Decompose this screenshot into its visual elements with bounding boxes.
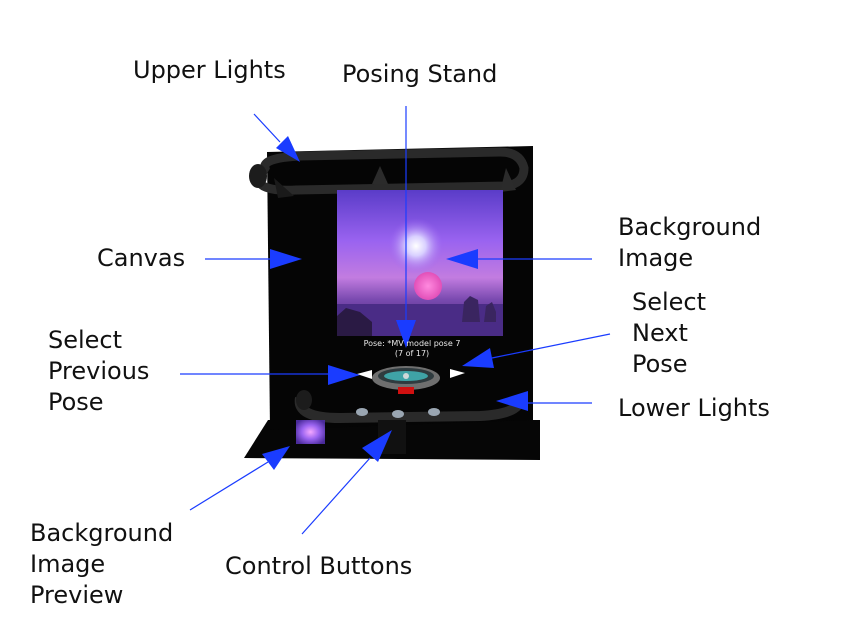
arrow-control-buttons (362, 430, 392, 462)
label-posing-stand: Posing Stand (342, 60, 498, 88)
label-background-image: Background Image (618, 213, 762, 272)
control-button-2[interactable] (392, 410, 404, 418)
control-button-1[interactable] (356, 408, 368, 416)
callout-line-preview (189, 461, 269, 511)
upper-light-right (500, 168, 516, 192)
callout-line-control-buttons (301, 457, 371, 535)
callout-line-upper-lights (253, 113, 281, 143)
control-buttons[interactable] (356, 408, 440, 418)
arrow-preview (262, 446, 290, 470)
arrow-background-image (446, 249, 478, 269)
background-image-preview[interactable] (296, 420, 325, 444)
lower-lights (294, 390, 525, 424)
arrow-lower-lights (496, 391, 528, 411)
arrow-select-next (462, 348, 494, 368)
sun-glow (388, 218, 444, 274)
label-upper-lights: Upper Lights (133, 56, 286, 84)
arrow-posing-stand (396, 320, 416, 348)
posing-device (244, 146, 540, 460)
callouts (180, 106, 611, 535)
select-next-pose-button[interactable] (450, 369, 465, 378)
callout-line-select-next (491, 333, 611, 359)
label-control-buttons: Control Buttons (225, 552, 413, 580)
background-image (337, 190, 503, 336)
upper-light-left (274, 178, 294, 198)
rock-far-right (484, 302, 496, 322)
rock-right (462, 296, 480, 322)
posing-stand[interactable] (372, 366, 440, 394)
upper-lights (249, 147, 529, 198)
label-select-next-pose: Select Next Pose (632, 288, 707, 378)
rocks-left (337, 308, 372, 336)
pose-caption-line1: Pose: *MV model pose 7 (363, 339, 461, 348)
arrow-select-previous (328, 365, 360, 385)
label-background-image-preview: Background Image Preview (30, 519, 174, 609)
label-lower-lights: Lower Lights (618, 394, 770, 422)
upper-light-center (372, 166, 388, 184)
arrow-upper-lights (276, 136, 300, 162)
pose-caption-line2: (7 of 17) (394, 349, 430, 358)
label-select-previous-pose: Select Previous Pose (48, 326, 150, 416)
control-button-3[interactable] (428, 408, 440, 416)
planet (414, 272, 442, 300)
pose-caption: Pose: *MV model pose 7 (7 of 17) (357, 339, 467, 359)
select-previous-pose-button[interactable] (357, 370, 372, 379)
label-canvas: Canvas (97, 244, 186, 272)
arrow-canvas (270, 249, 302, 269)
